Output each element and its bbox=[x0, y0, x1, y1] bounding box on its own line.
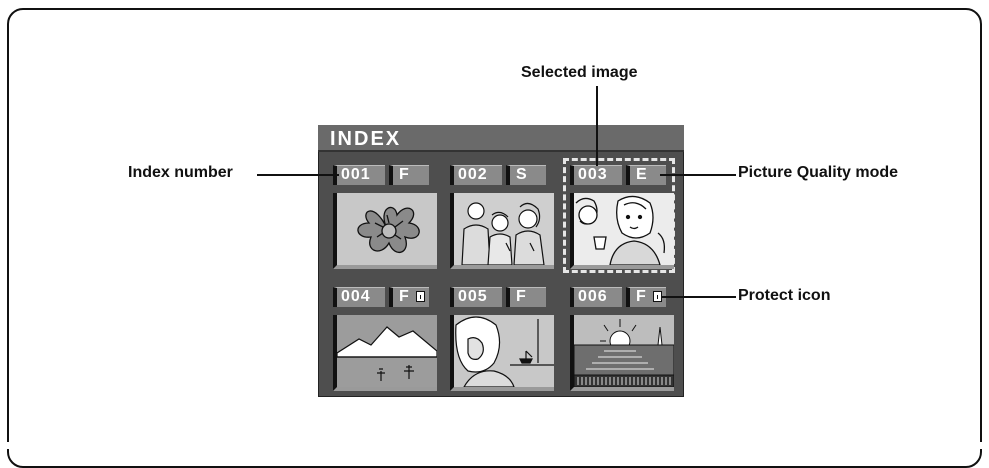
tile-002-thumbnail[interactable] bbox=[450, 193, 554, 269]
tile-006-thumbnail[interactable] bbox=[570, 315, 674, 391]
leader-index-number bbox=[257, 174, 339, 176]
leader-picture-quality-mode bbox=[660, 174, 736, 176]
tile-001-index: 001 bbox=[333, 165, 385, 185]
callout-selected-image: Selected image bbox=[521, 64, 638, 82]
mountains-image bbox=[337, 315, 437, 387]
tile-001-quality: F bbox=[389, 165, 429, 185]
tile-002-index: 002 bbox=[450, 165, 502, 185]
tile-003-index: 003 bbox=[570, 165, 622, 185]
tile-006-protect-icon bbox=[653, 291, 662, 302]
leader-selected-image bbox=[596, 86, 598, 166]
tile-001-thumbnail[interactable] bbox=[333, 193, 437, 269]
woman-at-seaside-image bbox=[454, 315, 554, 387]
frame-crop bbox=[0, 442, 989, 449]
sunset-over-sea-image bbox=[574, 315, 674, 387]
callout-picture-quality-mode: Picture Quality mode bbox=[738, 164, 898, 182]
tile-005-thumbnail[interactable] bbox=[450, 315, 554, 391]
group-of-people-image bbox=[454, 193, 554, 265]
tile-004-thumbnail[interactable] bbox=[333, 315, 437, 391]
leader-protect-icon bbox=[662, 296, 736, 298]
tile-005-index: 005 bbox=[450, 287, 502, 307]
tile-005-quality: F bbox=[506, 287, 546, 307]
tile-003-thumbnail[interactable] bbox=[570, 193, 674, 269]
index-title: INDEX bbox=[330, 127, 401, 151]
tile-006-index: 006 bbox=[570, 287, 622, 307]
woman-with-cup-image bbox=[574, 193, 674, 265]
tile-004-index: 004 bbox=[333, 287, 385, 307]
callout-index-number: Index number bbox=[128, 164, 233, 182]
tile-002-quality: S bbox=[506, 165, 546, 185]
callout-protect-icon: Protect icon bbox=[738, 287, 830, 305]
flower-image bbox=[337, 193, 437, 265]
tile-004-protect-icon bbox=[416, 291, 425, 302]
